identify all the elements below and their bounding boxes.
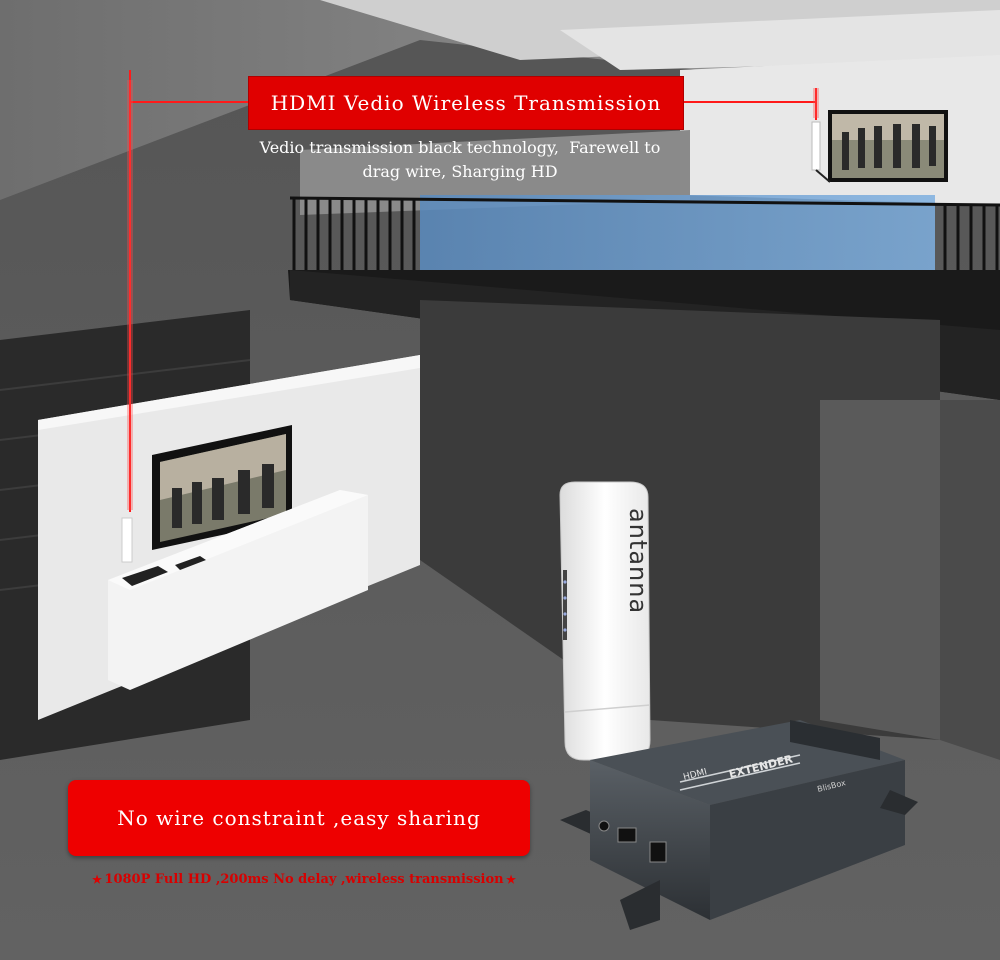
tv-screen-figures [172,464,274,528]
tv-cabinet [108,490,368,690]
cabinet-device [122,566,168,586]
star-icon: ★ [505,868,517,889]
subtitle-line-2: drag wire, Sharging HD [362,162,558,181]
antenna-label: antanna [624,508,652,615]
upper-wall-dark [300,130,690,215]
upper-tv-sky [832,114,944,140]
promo-banner: No wire constraint ,easy sharing [68,780,530,856]
signal-lines [129,70,817,512]
extender-device: HDMI EXTENDER BlisBox [560,720,918,930]
spec-text: 1080P Full HD ,200ms No delay ,wireless … [104,871,504,887]
title-banner: HDMI Vedio Wireless Transmission [248,76,684,130]
tv-cabinet-top [108,490,368,590]
ceiling-panel [560,10,1000,70]
subtitle-line-1: Vedio transmission black technology, Far… [259,138,661,157]
upper-tv-figures [842,124,936,170]
upper-antenna [811,121,821,171]
page-title: HDMI Vedio Wireless Transmission [270,91,662,115]
spec-line: ★ 1080P Full HD ,200ms No delay ,wireles… [84,870,524,888]
wall-antenna [121,517,133,563]
antenna-label-wrap: antanna [622,508,652,618]
pillar-face [820,400,940,740]
promo-headline: No wire constraint ,easy sharing [117,806,481,830]
back-wall [420,300,940,740]
subtitle: Vedio transmission black technology, Far… [210,136,710,184]
antenna-device [559,481,651,761]
star-icon: ★ [91,868,103,889]
tv-wall-top [38,355,420,430]
pillar [940,400,1000,760]
tv-screen-sky [160,434,286,500]
cabinet-device-2 [175,556,206,570]
